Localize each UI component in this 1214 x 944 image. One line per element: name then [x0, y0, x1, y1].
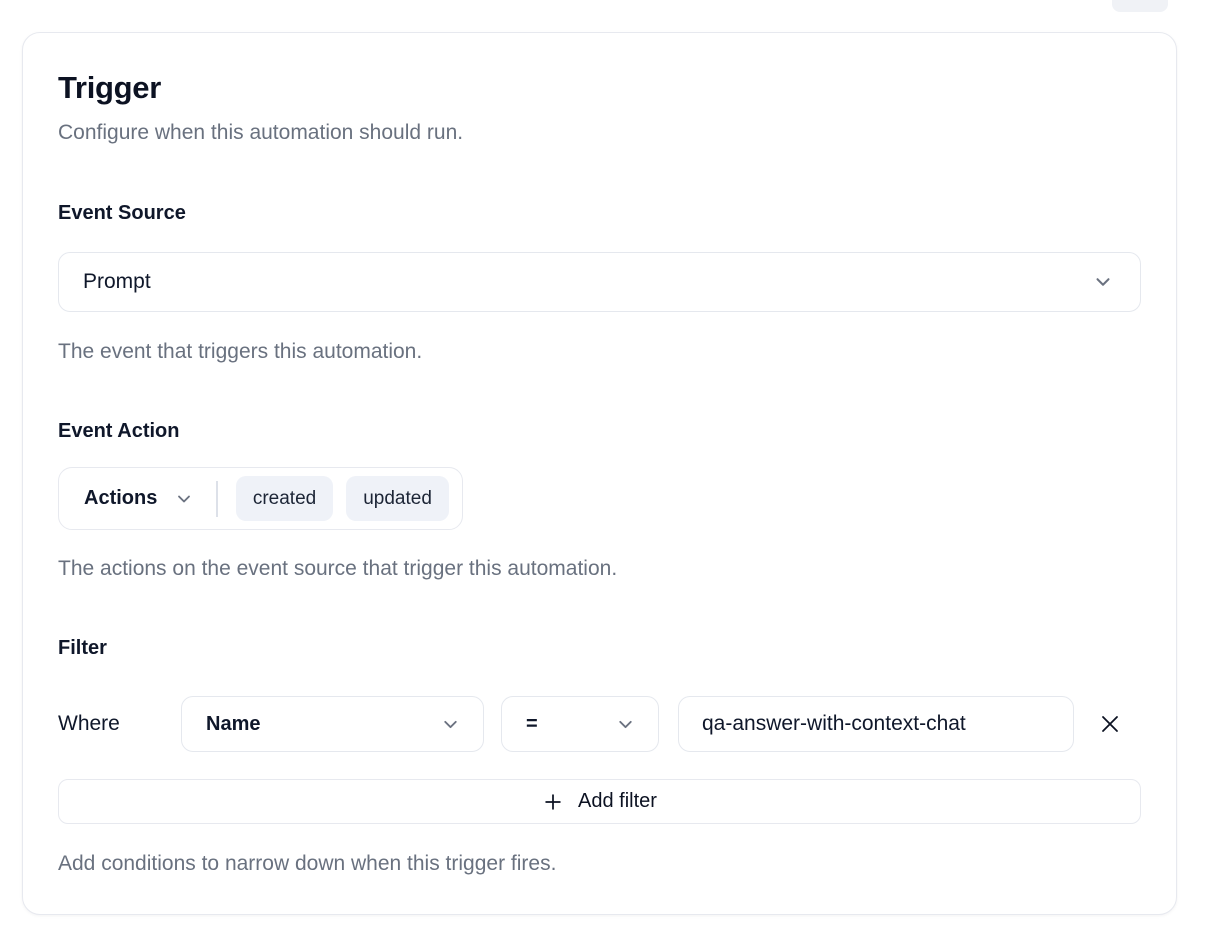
filter-field-select[interactable]: Name [181, 696, 484, 752]
event-action-label: Event Action [58, 420, 180, 442]
action-chip-created[interactable]: created [235, 476, 334, 521]
chevron-down-icon [440, 714, 461, 735]
trigger-card: Trigger Configure when this automation s… [22, 32, 1177, 915]
event-source-help: The event that triggers this automation. [58, 340, 423, 363]
remove-filter-button[interactable] [1097, 711, 1123, 737]
action-chip-updated[interactable]: updated [346, 476, 449, 521]
page-title: Trigger [58, 70, 161, 105]
filter-operator-value: = [526, 712, 538, 735]
filter-value-input[interactable] [678, 696, 1074, 752]
page-subtitle: Configure when this automation should ru… [58, 121, 464, 144]
chevron-down-icon [615, 714, 636, 735]
chevron-down-icon [174, 489, 194, 509]
close-icon [1098, 712, 1122, 736]
add-filter-label: Add filter [578, 790, 657, 812]
filter-operator-select[interactable]: = [501, 696, 659, 752]
actions-dropdown-button[interactable]: Actions [84, 487, 194, 510]
where-label: Where [58, 712, 120, 735]
add-filter-button[interactable]: Add filter [58, 779, 1141, 824]
cut-off-top-element [1112, 0, 1168, 12]
event-source-label: Event Source [58, 202, 186, 224]
event-source-select[interactable]: Prompt [58, 252, 1141, 312]
filter-condition-row: Where Name = [58, 696, 1141, 752]
event-action-control: Actions created updated [58, 467, 463, 530]
plus-icon [542, 791, 564, 813]
actions-dropdown-label: Actions [84, 487, 158, 509]
event-action-help: The actions on the event source that tri… [58, 557, 618, 580]
filter-help: Add conditions to narrow down when this … [58, 852, 557, 875]
event-source-value: Prompt [83, 270, 151, 293]
vertical-divider [216, 480, 218, 517]
filter-label: Filter [58, 637, 107, 659]
filter-field-value: Name [206, 712, 261, 735]
chevron-down-icon [1092, 271, 1114, 293]
